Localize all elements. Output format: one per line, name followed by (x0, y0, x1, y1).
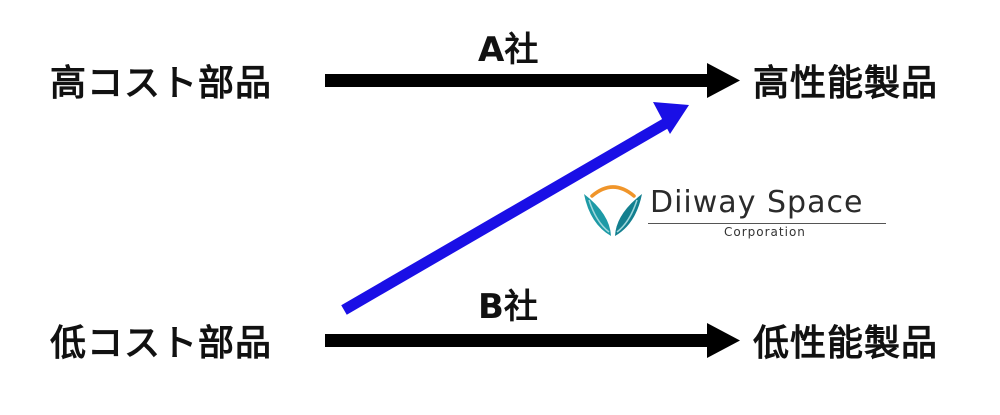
arrow-diagonal-blue-shaft (341, 117, 671, 315)
logo-divider (648, 223, 886, 224)
node-high-cost-parts: 高コスト部品 (50, 63, 273, 104)
edge-label-company-a: A社 (478, 30, 539, 70)
node-low-cost-parts: 低コスト部品 (50, 323, 273, 364)
arrow-company-b (325, 323, 740, 358)
arrow-company-b-head (707, 323, 740, 358)
logo-corporation-text: Corporation (724, 225, 806, 239)
logo-leaf-icon (584, 185, 642, 236)
arrow-diagonal-blue-head (653, 102, 689, 134)
arrow-company-a-head (707, 63, 740, 98)
arrow-company-b-shaft (325, 334, 717, 347)
arrow-company-a-shaft (325, 74, 717, 87)
node-low-performance-product: 低性能製品 (753, 323, 939, 364)
edge-label-company-b: B社 (478, 287, 538, 327)
arrow-company-a (325, 63, 740, 98)
logo-company-name: Diiway Space (650, 185, 864, 220)
arrow-diagonal-blue (341, 102, 689, 315)
node-high-performance-product: 高性能製品 (753, 63, 939, 104)
diiway-space-logo: Diiway Space Corporation (580, 180, 890, 242)
